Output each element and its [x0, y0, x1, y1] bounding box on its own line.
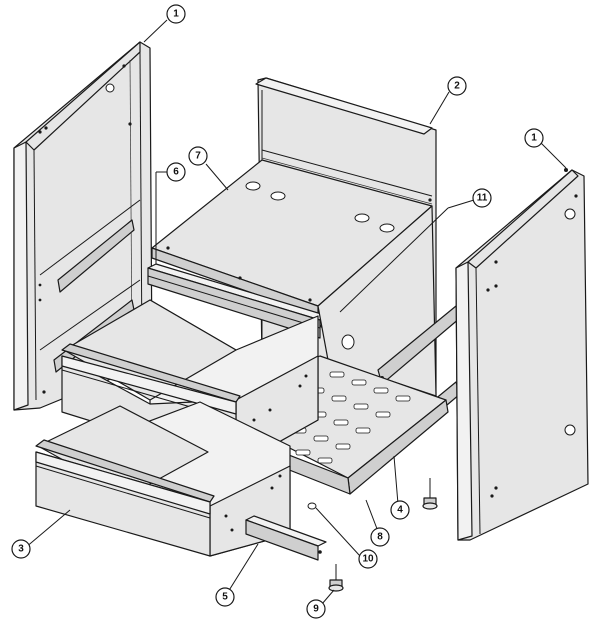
- callout-1-left-label: 1: [173, 9, 179, 20]
- callout-1-right-label: 1: [531, 133, 537, 144]
- callout-10-hole: 10: [358, 549, 378, 569]
- lower-drawer: [35, 401, 291, 557]
- callout-5-label: 5: [222, 592, 228, 603]
- top-panel: [151, 159, 433, 317]
- callout-9-leveling-foot: 9: [306, 599, 326, 619]
- leveling-foot-bottom: [328, 564, 344, 592]
- callout-9-label: 9: [313, 604, 319, 615]
- lower-cross-rail: [245, 515, 327, 561]
- callout-6-label: 6: [173, 167, 179, 178]
- callout-8-base: 8: [370, 527, 390, 547]
- callout-10-label: 10: [362, 554, 374, 565]
- callout-11-label: 11: [477, 193, 488, 204]
- callout-3-label: 3: [18, 544, 24, 555]
- callout-2-back-panel: 2: [447, 76, 467, 96]
- callout-2-label: 2: [454, 81, 460, 92]
- callout-7-label: 7: [195, 151, 201, 162]
- callout-6-cross-rail: 6: [166, 162, 186, 182]
- callout-4-label: 4: [397, 505, 403, 516]
- callout-3-drawer: 3: [11, 539, 31, 559]
- right-side-panel: [455, 168, 589, 541]
- callout-5-lower-rail: 5: [215, 587, 235, 607]
- upper-cross-rail: [147, 263, 329, 339]
- callout-1-right-panel: 1: [524, 128, 544, 148]
- callout-11-screw: 11: [472, 188, 492, 208]
- leveling-foot-right: [422, 478, 438, 510]
- callout-8-label: 8: [377, 532, 383, 543]
- callout-7-top-panel: 7: [188, 146, 208, 166]
- callout-1-left-panel: 1: [166, 4, 186, 24]
- callout-4-slide: 4: [390, 500, 410, 520]
